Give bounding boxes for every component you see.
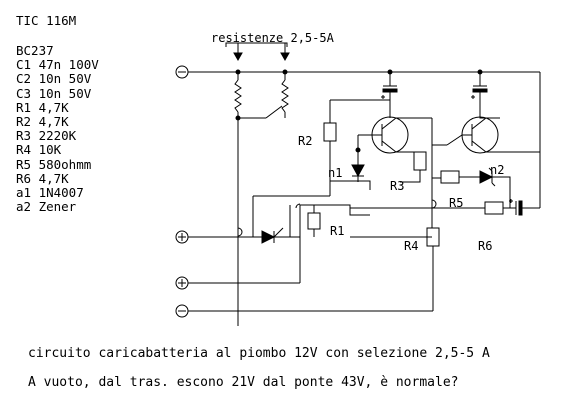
component-list-item: C2 10n 50V: [16, 71, 92, 87]
power-resistor-left: [234, 72, 242, 118]
selector-switch: [235, 105, 283, 121]
label-r2: R2: [298, 134, 312, 148]
label-n1: n1: [328, 166, 342, 180]
component-list-item: BC237: [16, 43, 54, 58]
capacitor-c3: [471, 72, 488, 100]
selector-arrows: [225, 42, 290, 62]
transistor-t1: [371, 116, 410, 154]
scr-thyristor: [261, 227, 284, 244]
diode-n1: [351, 135, 365, 182]
component-list-item: R6 4,7K: [16, 170, 69, 186]
label-r4: R4: [404, 239, 418, 253]
label-n2: n2: [490, 163, 504, 177]
component-list-item: C3 10n 50V: [16, 85, 92, 101]
component-list-item: C1 47n 100V: [16, 57, 99, 73]
thyristor-title: TIC 116M: [16, 13, 77, 28]
resistor-r2: [323, 122, 337, 142]
transistor-t2: [461, 116, 500, 154]
power-resistor-right: [281, 72, 289, 118]
label-r5: R5: [449, 196, 463, 210]
capacitor-c1: [503, 199, 540, 216]
label-r3: R3: [390, 179, 404, 193]
capacitor-c2: [381, 72, 398, 100]
resistor-r3: [413, 151, 427, 171]
terminal-negative-bottom: [175, 304, 189, 318]
resistor-r5: [440, 170, 460, 184]
component-list-item: R1 4,7K: [16, 99, 69, 115]
component-list-item: R5 580ohmm: [16, 156, 92, 172]
zener-n2: [479, 167, 496, 187]
label-r6: R6: [478, 239, 492, 253]
resistor-r1: [307, 212, 321, 230]
component-list-item: R4 10K: [16, 142, 62, 158]
caption-line-2: A vuoto, dal tras. escono 21V dal ponte …: [28, 375, 459, 390]
terminal-positive-1: [175, 230, 189, 244]
caption-line-1: circuito caricabatteria al piombo 12V co…: [28, 346, 490, 361]
component-list-item: a1 1N4007: [16, 185, 84, 200]
resistors-heading: resistenze 2,5-5A: [211, 31, 335, 45]
component-list-item: R2 4,7K: [16, 114, 69, 129]
label-r1: R1: [330, 224, 344, 238]
resistor-r6: [484, 201, 504, 215]
component-list-item: a2 Zener: [16, 199, 77, 215]
component-list-item: R3 2220K: [16, 128, 77, 144]
terminal-positive-2: [175, 276, 189, 290]
terminal-negative-top: [175, 65, 189, 79]
